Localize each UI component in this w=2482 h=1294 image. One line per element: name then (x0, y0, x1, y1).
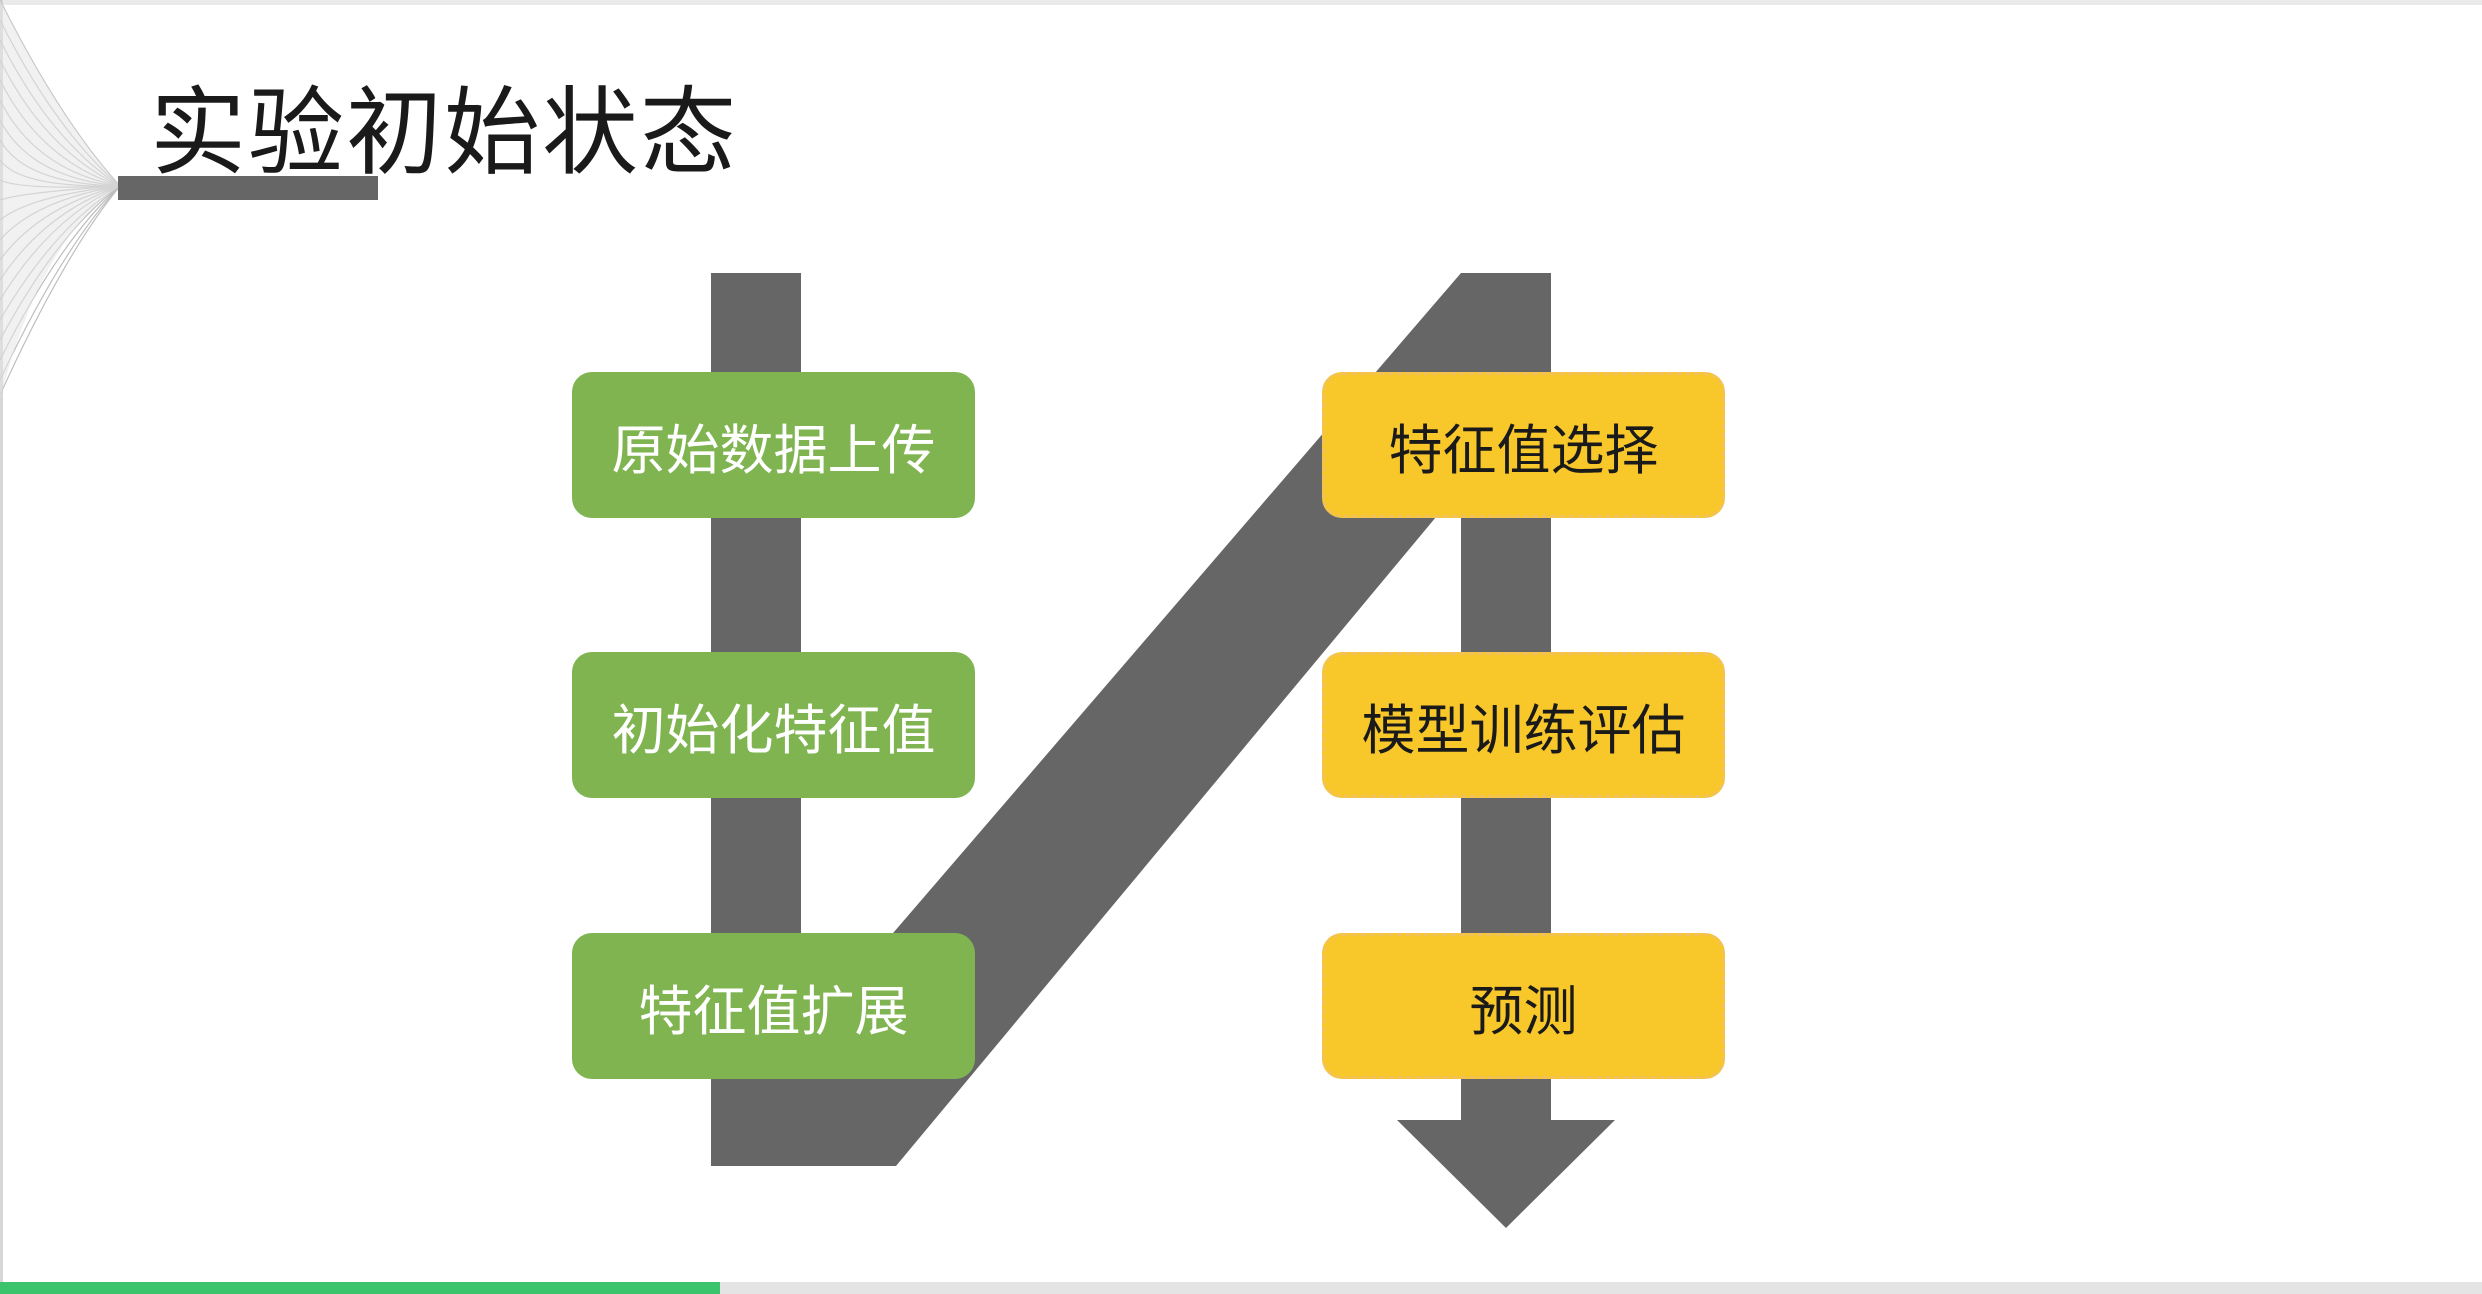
title-underline (118, 176, 378, 200)
step-label: 初始化特征值 (611, 698, 936, 762)
page-title: 实验初始状态 (150, 77, 738, 189)
step-init-features: 初始化特征值 (572, 652, 975, 798)
step-feature-selection: 特征值选择 (1322, 372, 1725, 518)
left-border (0, 0, 3, 1294)
step-feature-expansion: 特征值扩展 (572, 933, 975, 1079)
step-raw-data-upload: 原始数据上传 (572, 372, 975, 518)
step-model-training-eval: 模型训练评估 (1322, 652, 1725, 798)
step-label: 特征值选择 (1388, 418, 1659, 482)
top-border (0, 0, 2482, 5)
flow-arrowhead (1397, 1120, 1615, 1228)
step-label: 原始数据上传 (611, 418, 936, 482)
step-label: 预测 (1469, 979, 1578, 1043)
step-label: 模型训练评估 (1361, 698, 1686, 762)
bottom-progress (0, 1282, 720, 1294)
step-label: 特征值扩展 (638, 979, 909, 1043)
step-prediction: 预测 (1322, 933, 1725, 1079)
